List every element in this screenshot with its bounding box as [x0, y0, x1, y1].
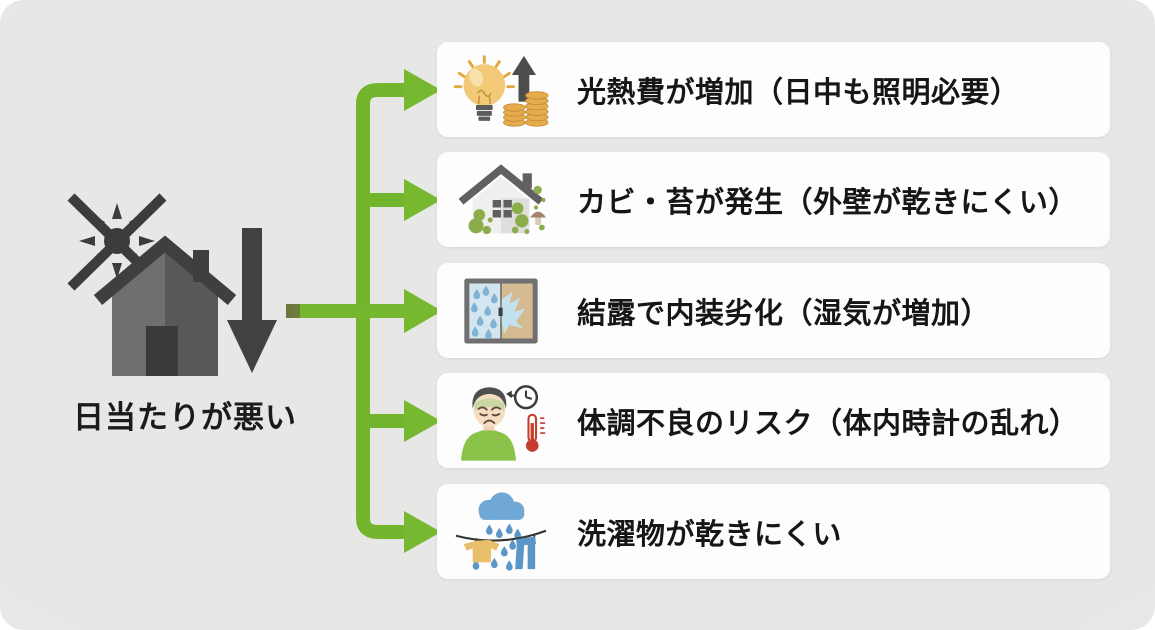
effect-card-condensation: 結露で内装劣化（湿気が増加）	[437, 263, 1110, 358]
pants-icon	[515, 536, 536, 569]
no-sunlight-house-decline-icon	[67, 193, 277, 376]
lightbulb-coins-rise-icon	[449, 48, 553, 132]
effect-label: 体調不良のリスク（体内時計の乱れ）	[577, 407, 1079, 440]
effect-card-mold-moss: カビ・苔が発生（外壁が乾きにくい）	[437, 152, 1110, 247]
sick-person-body-clock-icon	[449, 379, 553, 463]
thermometer-icon	[526, 413, 546, 452]
effect-card-laundry: 洗濯物が乾きにくい	[437, 484, 1110, 579]
moldy-house-icon	[449, 158, 553, 242]
arrowhead-icon	[404, 289, 442, 333]
effect-label: カビ・苔が発生（外壁が乾きにくい）	[577, 186, 1078, 219]
effect-label: 洗濯物が乾きにくい	[577, 518, 842, 551]
arrowhead-icon	[404, 69, 441, 111]
tshirt-icon	[463, 539, 500, 562]
effect-card-health-risk: 体調不良のリスク（体内時計の乱れ）	[437, 373, 1110, 468]
arrowhead-icon	[404, 179, 441, 221]
laundry-rain-icon	[449, 490, 553, 574]
up-arrow-icon	[511, 55, 536, 102]
window-condensation-icon	[449, 269, 553, 353]
arrowhead-icon	[404, 400, 441, 442]
down-arrow-icon	[227, 228, 277, 373]
dark-house-icon	[93, 235, 237, 376]
effect-card-utility-costs: 光熱費が増加（日中も照明必要）	[437, 42, 1110, 137]
arrowhead-icon	[404, 511, 441, 553]
effect-label: 結露で内装劣化（湿気が増加）	[577, 297, 991, 330]
mushroom-icon	[530, 211, 546, 225]
rain-cloud-icon	[478, 491, 525, 520]
clock-icon	[506, 384, 539, 409]
cause-label: 日当たりが悪い	[73, 400, 297, 435]
clothesline	[455, 529, 547, 542]
effect-label: 光熱費が増加（日中も照明必要）	[577, 76, 1020, 109]
